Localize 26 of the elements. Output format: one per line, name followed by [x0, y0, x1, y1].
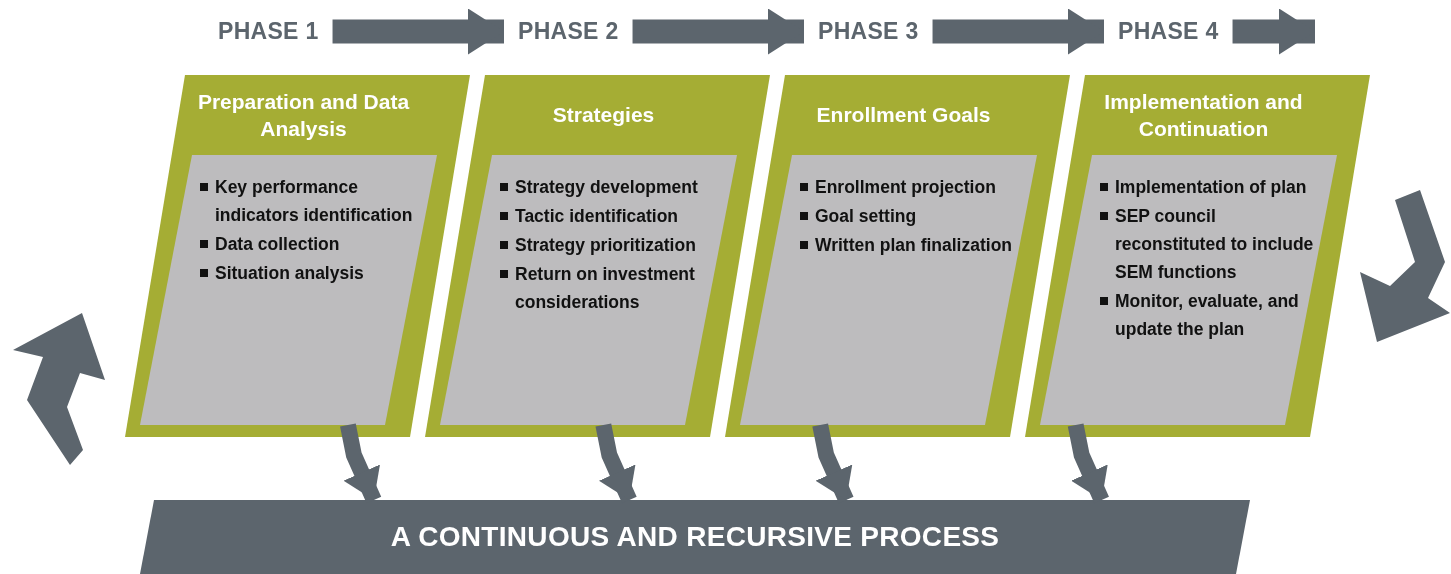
phase-title: Preparation and Data Analysis: [196, 88, 411, 142]
bullet-item: Goal setting: [800, 202, 1029, 230]
bullet-item: Return on investment considerations: [500, 260, 729, 316]
phase-title: Strategies: [552, 102, 655, 129]
bullet-item: Tactic identification: [500, 202, 729, 230]
bullet-item: Key performance indicators identification: [200, 173, 429, 229]
phase-heading: PHASE 1: [218, 18, 319, 45]
phase-heading: PHASE 4: [1118, 18, 1219, 45]
bullet-item: Written plan finalization: [800, 231, 1029, 259]
bullet-item: Situation analysis: [200, 259, 429, 287]
bullet-item: Strategy prioritization: [500, 231, 729, 259]
phase-title: Implementation and Continuation: [1103, 88, 1304, 142]
phase-heading: PHASE 3: [818, 18, 919, 45]
bullet-item: Monitor, evaluate, and update the plan: [1100, 287, 1329, 343]
bullet-item: Implementation of plan: [1100, 173, 1329, 201]
arrow: [332, 8, 504, 55]
bullet-item: Enrollment projection: [800, 173, 1029, 201]
arrow: [1232, 8, 1315, 55]
phase-title: Enrollment Goals: [816, 102, 991, 129]
bullet-item: Strategy development: [500, 173, 729, 201]
arrow: [632, 8, 804, 55]
banner-text: A CONTINUOUS AND RECURSIVE PROCESS: [390, 521, 1000, 553]
arrow: [932, 8, 1104, 55]
phase-heading: PHASE 2: [518, 18, 619, 45]
bullet-item: Data collection: [200, 230, 429, 258]
bullet-item: SEP council reconstituted to include SEM functions: [1100, 202, 1329, 286]
